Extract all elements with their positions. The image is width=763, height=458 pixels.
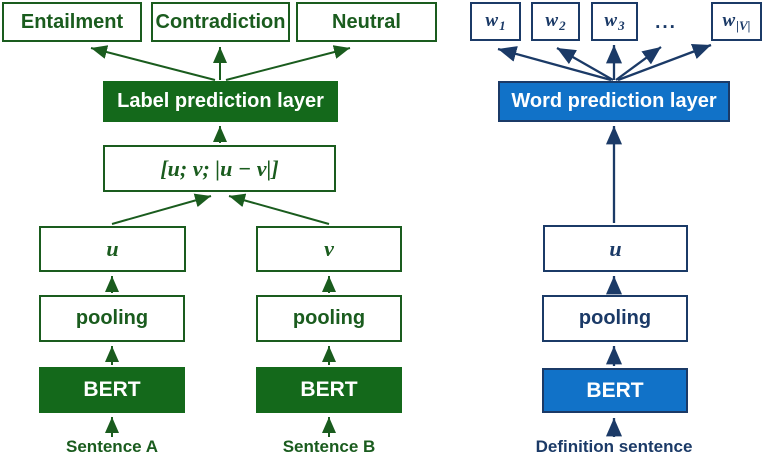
u-symbol: u [106,236,119,261]
word-symbol: w3 [604,9,625,33]
word-box-w3: w3 [591,2,638,41]
output-label: Neutral [332,10,401,33]
bert-label: BERT [83,378,141,401]
word-box-w2: w2 [531,2,580,41]
arrow-concat-to-label [225,45,351,81]
pooling-box-a: pooling [39,295,185,342]
pooling-box-right: pooling [542,295,688,342]
v-symbol: v [324,236,334,261]
arrow-word-layer-to-dots [615,46,662,81]
label-prediction-layer-box: Label prediction layer [103,81,338,122]
output-box-entailment: Entailment [2,2,142,42]
ellipsis: ... [655,12,677,33]
right-arrows [497,43,712,437]
word-prediction-layer-text: Word prediction layer [511,90,717,112]
word-box-w1: w1 [470,2,521,41]
bert-box-a: BERT [39,367,185,413]
arrow-word-layer-to-wv [617,43,712,82]
output-box-contradiction: Contradiction [151,2,290,42]
input-label-definition-sentence: Definition sentence [535,437,693,456]
input-label-sentence-b: Sentence B [282,437,376,456]
concat-formula: [u; v; |u − v|] [160,155,279,181]
arrow-word-layer-to-w1 [497,46,612,82]
u-box-right: u [543,225,688,272]
word-symbol: w2 [545,9,566,33]
label-prediction-layer-text: Label prediction layer [117,90,324,112]
bert-box-b: BERT [256,367,402,413]
bert-box-right: BERT [542,368,688,413]
arrow-v-to-concat [228,193,330,225]
word-prediction-layer-box: Word prediction layer [498,81,730,122]
bert-label: BERT [586,378,644,402]
left-arrows [90,45,351,437]
u-symbol: u [609,235,622,261]
pooling-label: pooling [292,307,366,329]
output-label: Entailment [20,10,124,33]
pooling-box-b: pooling [256,295,402,342]
pooling-label: pooling [75,307,149,329]
pooling-label: pooling [578,307,652,329]
input-label-sentence-a: Sentence A [66,437,158,456]
arrow-word-layer-to-w2 [556,47,614,81]
v-box: v [256,226,402,272]
concat-box: [u; v; |u − v|] [103,145,336,192]
arrow-label-to-entailment [90,45,216,81]
arrow-u-to-concat [111,193,212,225]
word-symbol: w1 [485,9,506,33]
output-box-neutral: Neutral [296,2,437,42]
word-box-wv: w|V| [711,2,762,41]
bert-label: BERT [300,378,358,401]
output-label: Contradiction [155,10,286,33]
u-box-left: u [39,226,186,272]
word-symbol: w|V| [722,9,751,33]
